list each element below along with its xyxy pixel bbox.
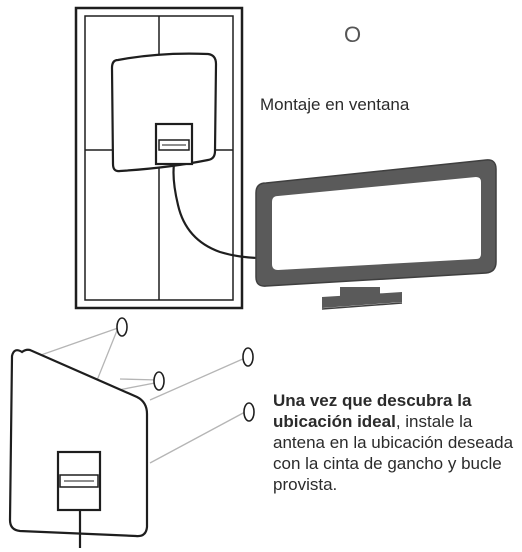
or-label: O — [344, 22, 362, 47]
antenna-cable — [172, 163, 263, 260]
tv — [255, 159, 497, 310]
window-antenna — [110, 52, 218, 173]
instructions-bold: Una vez que descubra la ubicación ideal — [273, 391, 472, 431]
flat-antenna — [8, 348, 149, 548]
installation-instructions: Una vez que descubra la ubicación ideal,… — [273, 390, 518, 495]
instructions-rest: , instale la antena en la ubicación dese… — [273, 412, 514, 494]
window-mount-caption: Montaje en ventana — [260, 95, 410, 114]
mount-points — [116, 317, 255, 422]
